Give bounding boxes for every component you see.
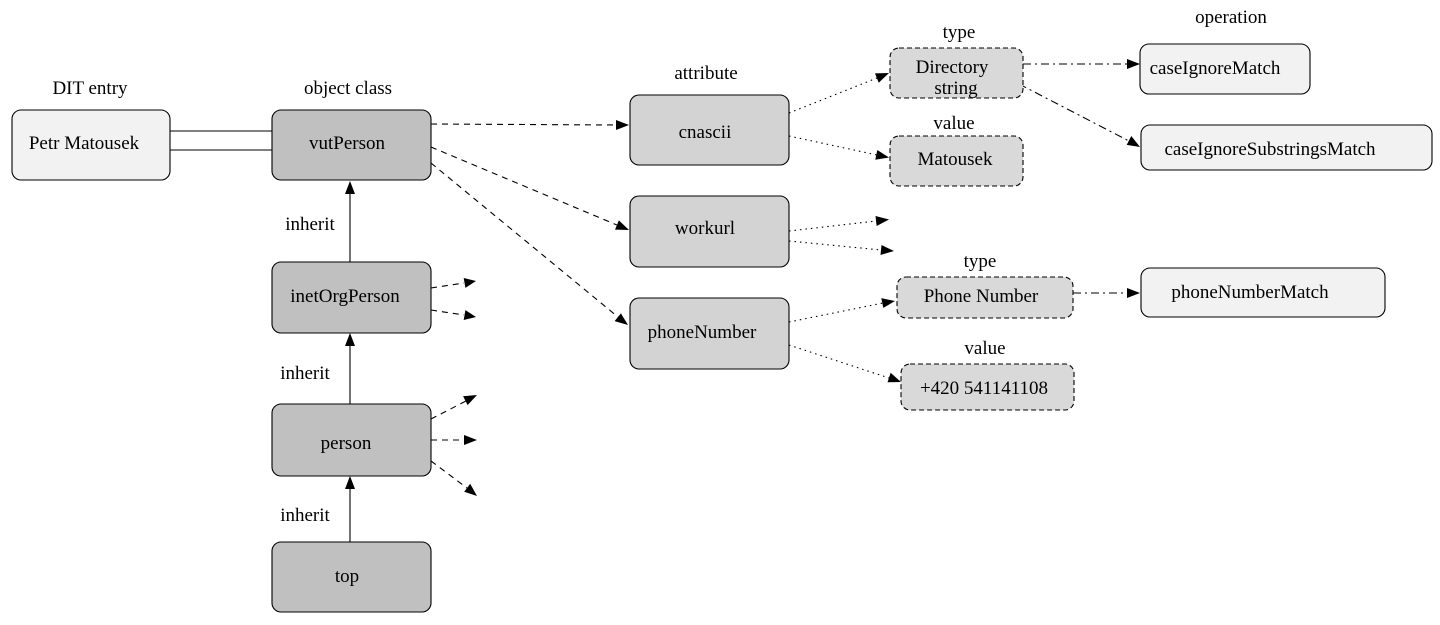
arrow-head (463, 310, 476, 320)
class-label: inetOrgPerson (290, 286, 400, 307)
node-box (629, 297, 790, 370)
header-dit-entry: DIT entry (52, 78, 128, 99)
stub-arrow (430, 400, 467, 420)
arrow-head (1127, 59, 1140, 69)
node-box (896, 276, 1074, 319)
class-label: vutPerson (309, 133, 386, 154)
dashdot-arrow-to-caseignoresubstringsmatch (1018, 83, 1130, 142)
operation-node-caseignorematch: caseIgnoreMatch (1139, 43, 1311, 95)
node-box (11, 109, 171, 181)
attribute-node-workurl: workurl (629, 195, 790, 268)
arrow-head (345, 333, 355, 346)
node-box (629, 94, 790, 166)
value-label: +420 541141108 (920, 378, 1048, 399)
dashed-arrow-to-cnascii (430, 123, 617, 126)
dotted-arrow-to-matousek (788, 135, 878, 156)
dashed-arrow-to-phonenumber (430, 162, 619, 318)
attribute-label: workurl (675, 218, 735, 239)
stub-arrow (430, 282, 465, 289)
arrow-head (463, 278, 476, 288)
arrow-head (875, 150, 889, 160)
node-box (1139, 43, 1311, 95)
header-operation: operation (1195, 7, 1267, 28)
header-type-top: type (943, 22, 976, 43)
attribute-label: cnascii (679, 122, 732, 143)
dotted-stub-arrow (788, 220, 877, 232)
header-type-bottom: type (964, 251, 997, 272)
class-node-inetorgperson: inetOrgPerson (271, 261, 432, 334)
node-box (271, 403, 432, 477)
inherit-label: inherit (280, 363, 330, 384)
arrow-head (345, 181, 355, 194)
arrow-head (345, 476, 355, 489)
inherit-label: inherit (280, 505, 330, 526)
arrow-head (887, 372, 901, 383)
class-label: top (335, 566, 359, 587)
type-label: Phone Number (924, 286, 1039, 307)
arrow-head (464, 435, 477, 445)
type-label-line2: string (934, 78, 978, 99)
operation-node-caseignoresubstringsmatch: caseIgnoreSubstringsMatch (1140, 124, 1433, 171)
dit-entry-node: Petr Matousek (11, 109, 171, 181)
dotted-arrow-to-phone-value (788, 344, 890, 379)
arrow-head (880, 245, 894, 255)
node-box (1140, 267, 1386, 318)
class-node-vutperson: vutPerson (271, 109, 432, 181)
dotted-arrow-to-phone-type (788, 302, 884, 323)
arrow-head (615, 220, 629, 230)
dit-entry-label: Petr Matousek (29, 133, 140, 154)
class-node-top: top (271, 541, 432, 613)
node-box (271, 541, 432, 613)
value-label: Matousek (918, 149, 993, 170)
attribute-node-cnascii: cnascii (629, 94, 790, 166)
arrow-head (463, 395, 477, 406)
arrow-head (875, 216, 889, 226)
attribute-node-phonenumber: phoneNumber (629, 297, 790, 370)
node-box (889, 135, 1024, 187)
dotted-arrow-to-directory-string (788, 77, 878, 114)
class-node-person: person (271, 403, 432, 477)
dotted-stub-arrow (788, 240, 882, 251)
node-box (271, 261, 432, 334)
header-value-bottom: value (964, 338, 1005, 359)
arrow-head (614, 313, 628, 325)
type-node-phone-number: Phone Number (896, 276, 1074, 319)
stub-arrow (430, 309, 465, 316)
operation-label: phoneNumberMatch (1171, 282, 1329, 303)
type-label-line1: Directory (916, 57, 989, 78)
operation-label: caseIgnoreMatch (1150, 58, 1281, 79)
node-box (900, 363, 1075, 411)
type-node-directory-string: Directory string (889, 47, 1024, 99)
arrow-head (881, 298, 895, 308)
inherit-label: inherit (285, 214, 335, 235)
operation-node-phonenumbermatch: phoneNumberMatch (1140, 267, 1386, 318)
arrow-head (464, 483, 477, 496)
class-label: person (321, 433, 372, 454)
operation-label: caseIgnoreSubstringsMatch (1164, 139, 1376, 160)
node-box (271, 109, 432, 181)
attribute-label: phoneNumber (648, 322, 757, 343)
value-node-phone: +420 541141108 (900, 363, 1075, 411)
arrow-head (1126, 136, 1140, 147)
value-node-matousek: Matousek (889, 135, 1024, 187)
header-attribute: attribute (674, 63, 737, 84)
stub-arrow (430, 460, 468, 489)
arrow-head (875, 73, 889, 83)
header-object-class: object class (304, 78, 392, 99)
arrow-head (1127, 288, 1140, 298)
node-box (889, 47, 1024, 99)
node-box (629, 195, 790, 268)
node-box (1140, 124, 1433, 171)
header-value-top: value (933, 113, 974, 134)
arrow-head (616, 120, 629, 130)
dashed-arrow-to-workurl (430, 146, 618, 226)
